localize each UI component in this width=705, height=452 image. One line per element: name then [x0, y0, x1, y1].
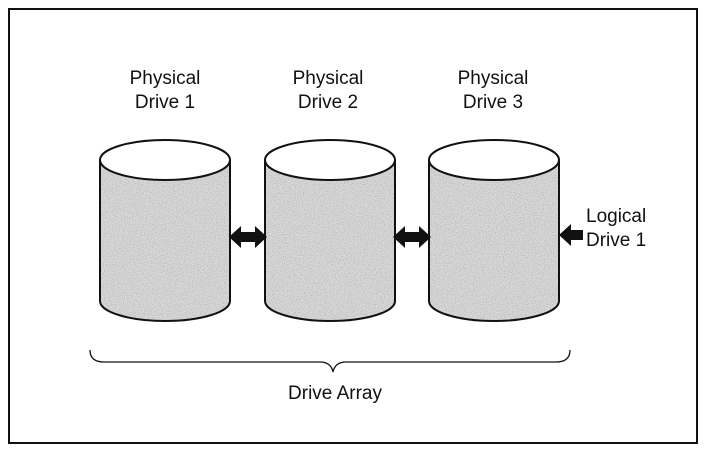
drive-label-line: Physical — [292, 68, 364, 89]
drive-label-line: Drive 2 — [297, 92, 359, 113]
physical-drive-1-label: Physical Drive 1 — [115, 67, 215, 115]
double-arrow-icon — [393, 226, 431, 248]
drive-array-label: Drive Array — [288, 383, 382, 404]
drive-label-line: Physical — [129, 68, 201, 89]
drive-label-line: Physical — [457, 68, 529, 89]
physical-drive-3-cylinder — [428, 139, 560, 322]
drive-label-line: Drive 3 — [462, 92, 524, 113]
left-arrow-icon — [559, 224, 583, 246]
logical-label-line: Drive 1 — [586, 230, 647, 251]
physical-drive-1-cylinder — [99, 139, 231, 322]
logical-drive-label: Logical Drive 1 — [586, 205, 646, 253]
logical-label-line: Logical — [586, 206, 647, 227]
physical-drive-2-cylinder — [264, 139, 396, 322]
physical-drive-2-label: Physical Drive 2 — [278, 67, 378, 115]
double-arrow-icon — [229, 226, 267, 248]
drive-label-line: Drive 1 — [134, 92, 196, 113]
physical-drive-3-label: Physical Drive 3 — [443, 67, 543, 115]
drive-array-brace — [89, 349, 571, 373]
